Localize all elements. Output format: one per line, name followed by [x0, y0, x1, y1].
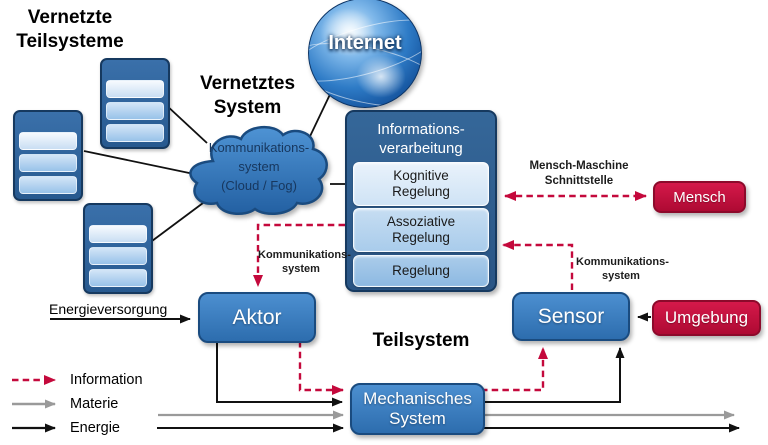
information-processing-title: Informations- verarbeitung — [347, 121, 495, 159]
hmi-label-line: Mensch-Maschine — [529, 160, 629, 172]
cloud-label-line: (Cloud / Fog) — [221, 177, 297, 193]
server-stripe — [89, 247, 147, 265]
layer-label-line: Regelung — [392, 184, 450, 199]
arrow-mech-sensor-energy — [481, 347, 625, 403]
hmi-label-line: Schnittstelle — [544, 174, 614, 187]
arrow-aktor-mech-energy — [216, 341, 343, 407]
layer-assoziative-regelung: Assoziative Regelung — [353, 208, 489, 252]
server-stripe — [89, 225, 147, 243]
title-line: Vernetztes — [199, 73, 296, 94]
cloud-shape — [189, 126, 328, 216]
layer-kognitive-regelung: Kognitive Regelung — [353, 162, 489, 206]
subsystem-node-c — [83, 203, 153, 294]
title-vernetztes-system: Vernetztes System — [175, 72, 320, 120]
title-teilsystem: Teilsystem — [372, 330, 470, 351]
mensch-label: Mensch — [673, 188, 726, 206]
layer-label-line: Kognitive — [393, 167, 449, 183]
hmi-label: Mensch-Maschine Schnittstelle — [513, 159, 645, 189]
legend-information-label: Information — [70, 372, 143, 388]
comm-label-line: system — [282, 263, 320, 276]
sensor-label: Sensor — [537, 304, 605, 328]
internet-globe-icon: Internet — [308, 0, 422, 108]
title-line: Vernetzte — [27, 7, 113, 28]
server-stripe — [106, 80, 164, 98]
comm-system-label-right: Kommunikations- system — [576, 255, 669, 284]
layer-label-line: Regelung — [392, 230, 450, 245]
arrow-aktor-mech-info — [298, 341, 344, 395]
title-line: Informations- — [377, 121, 465, 138]
information-processing-box: Informations- verarbeitung Kognitive Reg… — [345, 110, 497, 292]
link-subsystem-a-cloud — [164, 103, 208, 144]
energy-supply-label: Energieversorgung — [49, 301, 168, 317]
cloud-label-line: Kommunikations- — [208, 140, 310, 155]
link-subsystem-b-cloud — [83, 150, 195, 175]
server-stripe — [106, 124, 164, 142]
link-subsystem-c-cloud — [151, 202, 204, 242]
comm-label-line: system — [602, 270, 640, 283]
legend-energie-label: Energie — [70, 420, 120, 436]
sensor-node: Sensor — [512, 292, 630, 341]
server-stripe — [106, 102, 164, 120]
umgebung-node: Umgebung — [652, 300, 761, 336]
mechanical-system-node: Mechanisches System — [350, 383, 485, 435]
server-stripe — [19, 176, 77, 194]
comm-label-line: Kommunikations- — [576, 256, 669, 268]
server-stripe — [19, 154, 77, 172]
title-vernetzte-teilsysteme: Vernetzte Teilsysteme — [0, 6, 140, 54]
title-line: Teilsysteme — [16, 30, 124, 52]
cloud-label-line: system — [238, 158, 280, 174]
internet-label: Internet — [328, 32, 402, 54]
subsystem-node-b — [13, 110, 83, 201]
communication-cloud — [183, 119, 335, 219]
mech-label-line: Mechanisches — [363, 388, 472, 408]
layer-label-line: Regelung — [392, 262, 450, 278]
legend-materie-label: Materie — [70, 396, 119, 412]
aktor-label: Aktor — [232, 305, 282, 329]
mech-label-line: System — [389, 409, 446, 428]
cloud-label: Kommunikations- system (Cloud / Fog) — [191, 139, 327, 196]
title-line: verarbeitung — [379, 139, 463, 157]
subsystem-node-a — [100, 58, 170, 149]
globe-continent — [356, 55, 407, 99]
mensch-node: Mensch — [653, 181, 746, 213]
comm-system-label-left: Kommunikations- system — [258, 248, 351, 277]
arrow-mech-sensor-info — [481, 347, 548, 392]
arrow-infobox-aktor — [253, 223, 345, 287]
comm-label-line: Kommunikations- — [258, 249, 351, 261]
server-stripe — [19, 132, 77, 150]
aktor-node: Aktor — [198, 292, 316, 343]
globe-continent — [320, 7, 377, 57]
layer-regelung: Regelung — [353, 255, 489, 287]
server-stripe — [89, 269, 147, 287]
arrow-sensor-infobox — [502, 240, 574, 290]
title-line: System — [213, 96, 282, 118]
umgebung-label: Umgebung — [664, 308, 749, 327]
layer-label-line: Assoziative — [386, 213, 456, 229]
